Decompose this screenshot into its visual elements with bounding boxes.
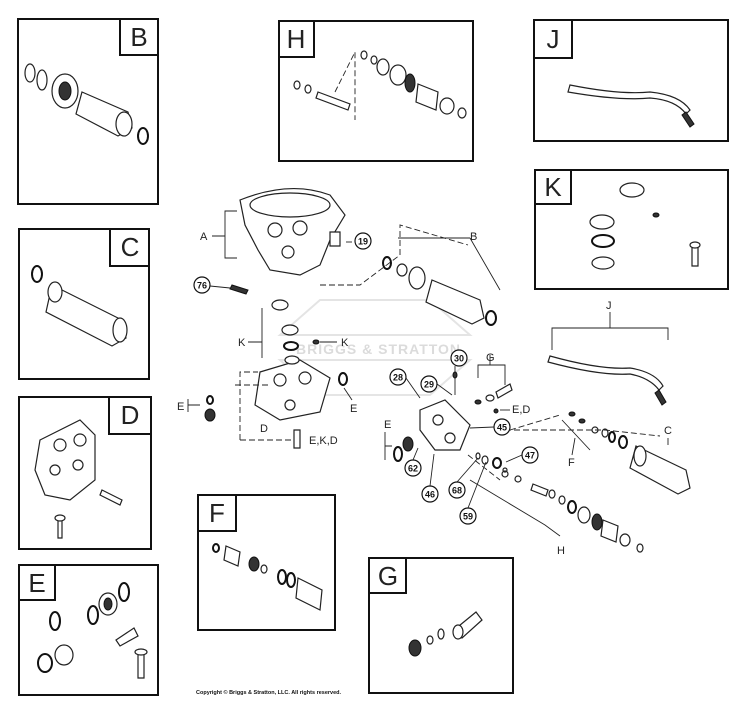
letter-a: A [200,231,208,243]
inset-f: F [197,494,336,631]
letter-d: D [260,423,268,435]
inset-b-label: B [130,22,147,52]
inset-k: K [534,169,729,290]
svg-text:29: 29 [424,379,434,389]
inset-j-label: J [547,24,560,54]
svg-text:28: 28 [393,372,403,382]
inset-g-label: G [378,561,398,591]
svg-text:62: 62 [408,463,418,473]
svg-text:19: 19 [358,236,368,246]
letter-e3: E [384,419,391,431]
callout-46: 46 [421,485,439,503]
inset-h-label: H [287,24,306,54]
inset-e-label: E [28,568,45,598]
main-assembly: A B D E,K,D E K K E [177,188,691,557]
callout-62: 62 [404,459,422,477]
letter-k1: K [238,337,246,349]
letter-c: C [664,425,672,437]
svg-text:45: 45 [497,422,507,432]
callout-29: 29 [420,375,438,393]
callout-47: 47 [521,446,539,464]
letter-k2: K [341,337,349,349]
letter-e2: E [350,403,357,415]
callout-30: 30 [450,349,468,367]
svg-text:47: 47 [525,450,535,460]
callout-19: 19 [354,232,372,250]
inset-c-label: C [121,232,140,262]
letter-j: J [606,300,612,312]
callout-28: 28 [389,368,407,386]
inset-c: C [18,228,150,380]
letter-g: G [486,352,495,364]
inset-b: B [17,18,159,205]
letter-h: H [557,545,565,557]
callouts: 19 76 30 28 29 45 47 62 [193,232,539,525]
svg-text:46: 46 [425,489,435,499]
callout-59: 59 [459,507,477,525]
letter-ed: E,D [512,404,530,416]
inset-d: D [18,396,152,550]
svg-text:30: 30 [454,353,464,363]
letter-b: B [470,231,477,243]
inset-g: G [368,557,514,694]
copyright-notice: Copyright © Briggs & Stratton, LLC. All … [196,690,342,696]
letter-ekd: E,K,D [309,435,338,447]
svg-text:68: 68 [452,485,462,495]
inset-h: H [278,20,474,162]
svg-text:59: 59 [463,511,473,521]
inset-e: E [18,564,159,696]
callout-45: 45 [493,418,511,436]
inset-k-label: K [544,172,562,202]
inset-j: J [533,19,729,142]
watermark-text: BRIGGS & STRATTON [296,341,461,357]
callout-76: 76 [193,276,211,294]
inset-d-label: D [121,400,140,430]
inset-f-label: F [209,498,225,528]
letter-f: F [568,457,575,469]
svg-text:76: 76 [197,280,207,290]
callout-68: 68 [448,481,466,499]
letter-e1: E [177,401,184,413]
